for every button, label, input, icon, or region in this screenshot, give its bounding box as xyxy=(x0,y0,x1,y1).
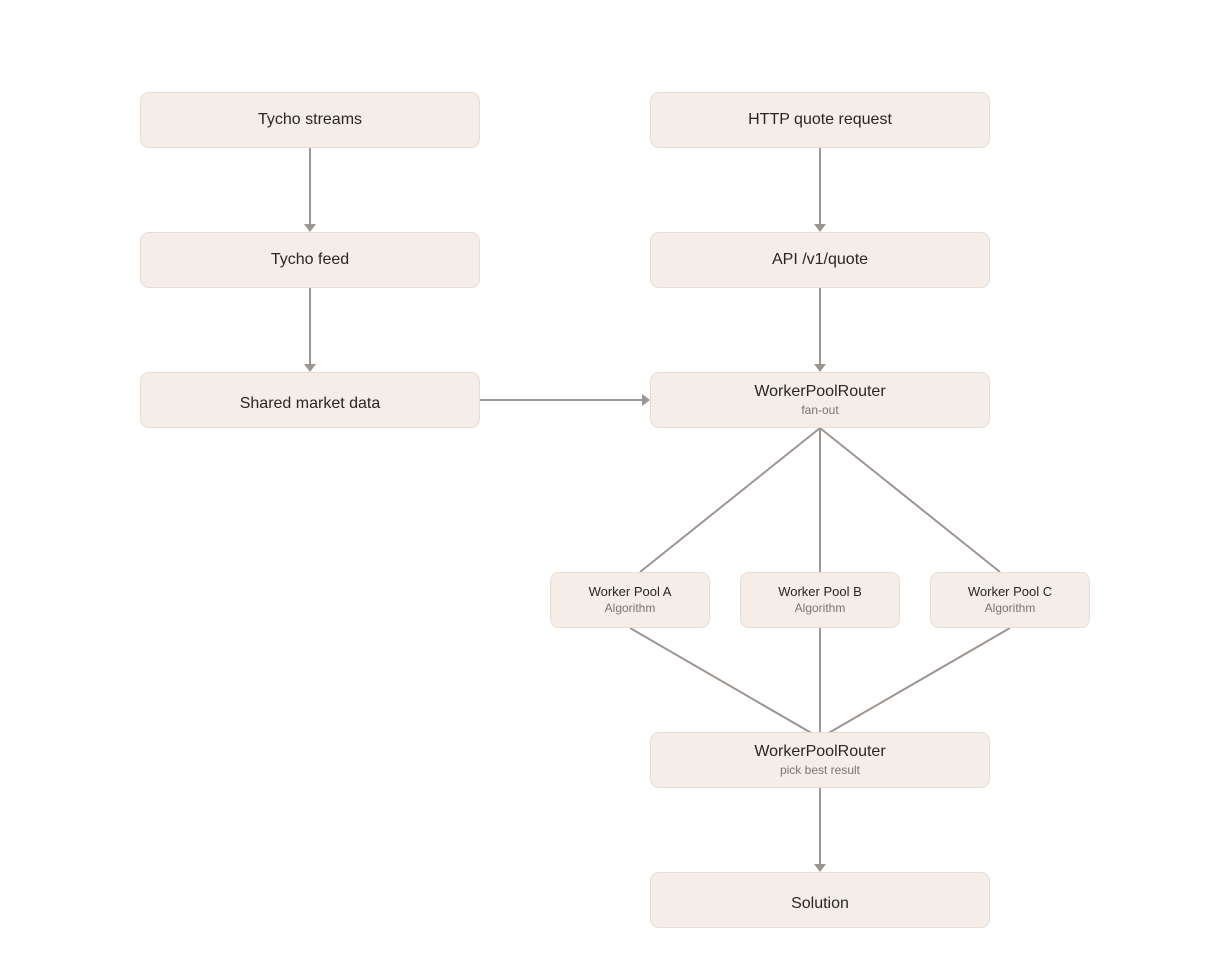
node-subtitle: pick best result xyxy=(779,763,861,777)
arrowhead-api xyxy=(814,224,826,232)
node-title: Worker Pool C xyxy=(967,584,1053,599)
node-api-quote: API /v1/quote xyxy=(650,232,990,288)
node-title: Shared market data xyxy=(239,395,381,412)
node-title: WorkerPoolRouter xyxy=(754,383,886,400)
node-tycho-streams: Tycho streams xyxy=(140,92,480,148)
node-http-quote-request: HTTP quote request xyxy=(650,92,990,148)
arrowhead-shared xyxy=(304,364,316,372)
arrowhead-fanout-left xyxy=(642,394,650,406)
node-title: Solution xyxy=(791,895,849,912)
node-shared-market-data: Shared market data xyxy=(140,372,480,428)
arrowhead-fanout-top xyxy=(814,364,826,372)
node-worker-pool-router-fan-out: WorkerPoolRouter fan-out xyxy=(650,372,990,428)
arrowhead-solution xyxy=(814,864,826,872)
node-subtitle: Algorithm xyxy=(794,601,846,615)
edge-fanout-to-pool-c xyxy=(819,427,1001,573)
node-solution: Solution xyxy=(650,872,990,928)
node-subtitle: Algorithm xyxy=(984,601,1036,615)
node-title: HTTP quote request xyxy=(748,111,892,128)
node-worker-pool-router-pick-best: WorkerPoolRouter pick best result xyxy=(650,732,990,788)
node-subtitle: Algorithm xyxy=(604,601,656,615)
edge-fanout-to-pool-a xyxy=(639,427,821,573)
node-subtitle: fan-out xyxy=(801,403,839,417)
node-title: Worker Pool A xyxy=(588,584,672,599)
node-worker-pool-a: Worker Pool A Algorithm xyxy=(550,572,710,628)
node-title: Worker Pool B xyxy=(778,584,862,599)
node-title: API /v1/quote xyxy=(771,251,869,268)
arrowhead-feed xyxy=(304,224,316,232)
edge-pool-a-to-pick xyxy=(629,627,821,739)
node-worker-pool-b: Worker Pool B Algorithm xyxy=(740,572,900,628)
node-title: Tycho feed xyxy=(270,251,350,268)
node-worker-pool-c: Worker Pool C Algorithm xyxy=(930,572,1090,628)
node-title: Tycho streams xyxy=(257,111,363,128)
node-title: WorkerPoolRouter xyxy=(754,743,886,760)
node-tycho-feed: Tycho feed xyxy=(140,232,480,288)
edge-pool-c-to-pick xyxy=(819,627,1011,739)
